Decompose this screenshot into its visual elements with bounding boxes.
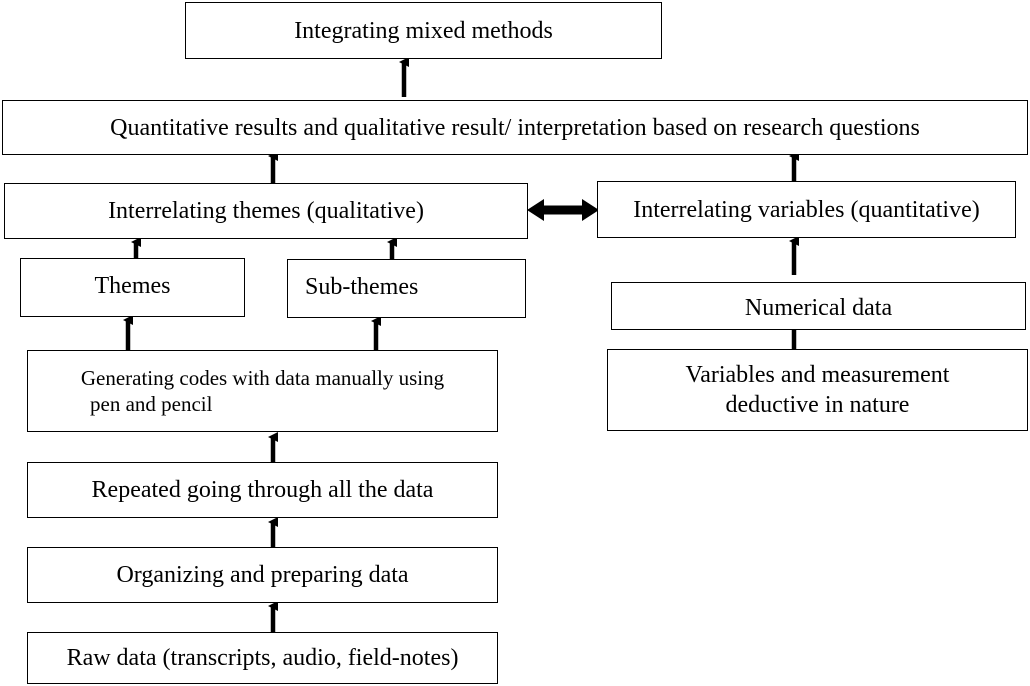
subthemes-label: Sub-themes <box>305 274 419 300</box>
subthemes-box: Sub-themes <box>287 259 526 318</box>
variables-measurement-label-line1: Variables and measurement <box>685 362 950 388</box>
interrelating-variables-label: Interrelating variables (quantitative) <box>633 196 980 223</box>
integrating-mixed-methods-label: Integrating mixed methods <box>294 17 553 44</box>
raw-data-label: Raw data (transcripts, audio, field-note… <box>66 645 459 671</box>
interrelating-themes-label: Interrelating themes (qualitative) <box>108 198 424 224</box>
repeated-going-through-label: Repeated going through all the data <box>91 477 434 503</box>
raw-data-box: Raw data (transcripts, audio, field-note… <box>27 632 498 684</box>
variables-measurement-label-line2: deductive in nature <box>725 392 910 418</box>
interrelating-variables-box: Interrelating variables (quantitative) <box>597 181 1016 238</box>
themes-label: Themes <box>94 273 171 299</box>
generating-codes-label-line2: pen and pencil <box>90 392 213 417</box>
numerical-data-box: Numerical data <box>611 282 1026 330</box>
organizing-preparing-box: Organizing and preparing data <box>27 547 498 603</box>
themes-box: Themes <box>20 258 245 317</box>
numerical-data-label: Numerical data <box>744 295 893 321</box>
variables-measurement-box: Variables and measurement deductive in n… <box>607 349 1028 431</box>
integrating-mixed-methods-box: Integrating mixed methods <box>185 2 662 59</box>
arrow-themes-variables-bidirectional <box>527 199 599 221</box>
results-interpretation-label: Quantitative results and qualitative res… <box>110 114 920 141</box>
results-interpretation-box: Quantitative results and qualitative res… <box>2 100 1028 155</box>
repeated-going-through-box: Repeated going through all the data <box>27 462 498 518</box>
organizing-preparing-label: Organizing and preparing data <box>116 562 409 588</box>
generating-codes-box: Generating codes with data manually usin… <box>27 350 498 432</box>
interrelating-themes-box: Interrelating themes (qualitative) <box>4 183 528 239</box>
generating-codes-label-line1: Generating codes with data manually usin… <box>80 366 445 390</box>
